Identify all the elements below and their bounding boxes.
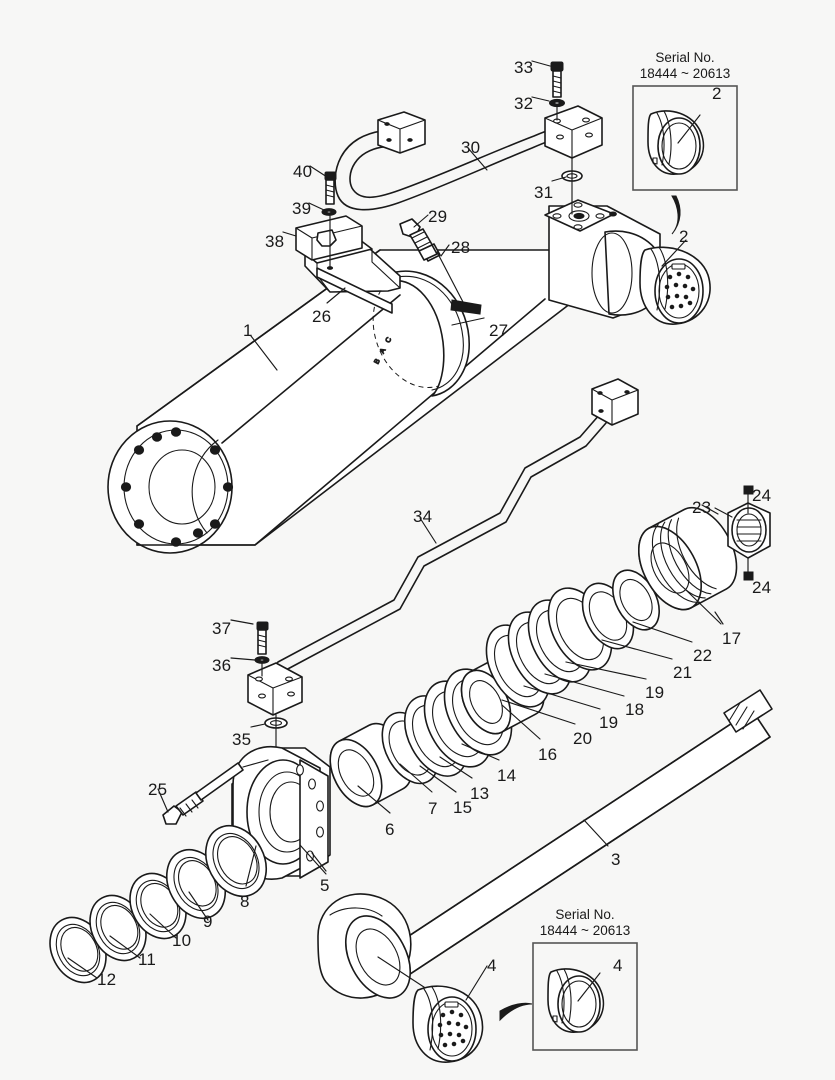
- bolt-33-washer-32: [549, 61, 565, 121]
- callout-number-29: 29: [428, 207, 448, 226]
- svg-text:C: C: [385, 336, 394, 344]
- callout-number-25: 25: [148, 780, 168, 799]
- callout-number-10: 10: [172, 931, 192, 950]
- callout-number-4: 4: [487, 956, 497, 975]
- callout-number-40: 40: [293, 162, 313, 181]
- inset-box-bottom: [499, 942, 638, 1051]
- hydraulic-hose-30: [334, 105, 603, 211]
- bolt-25: [162, 759, 269, 825]
- oring-31: [561, 157, 583, 215]
- svg-text:B: B: [373, 358, 382, 366]
- piston-17: [638, 506, 738, 625]
- callout-number-31: 31: [534, 183, 554, 202]
- callout-number-4: 4: [613, 956, 623, 975]
- callout-number-27: 27: [489, 321, 509, 340]
- callout-number-23: 23: [692, 498, 712, 517]
- callout-number-12: 12: [97, 970, 117, 989]
- callout-number-9: 9: [203, 912, 213, 931]
- callout-number-3: 3: [611, 850, 621, 869]
- callout-number-13: 13: [470, 784, 490, 803]
- callout-number-22: 22: [693, 646, 713, 665]
- callout-number-18: 18: [625, 700, 645, 719]
- serial-line-1: Serial No.: [655, 50, 715, 65]
- piston-seal-stack-mid: [329, 651, 545, 814]
- serial-line-1: Serial No.: [555, 907, 615, 922]
- callout-number-34: 34: [413, 507, 433, 526]
- callout-number-26: 26: [312, 307, 332, 326]
- callout-number-21: 21: [673, 663, 693, 682]
- serial-line-2: 18444 ~ 20613: [539, 922, 631, 938]
- seal-ring-stack-left: [49, 824, 268, 984]
- callout-number-15: 15: [453, 798, 473, 817]
- callout-number-5: 5: [320, 876, 330, 895]
- piston-seal-stack-right: [485, 569, 693, 725]
- bushing-4: [412, 965, 488, 1063]
- bolt-29-pin-28: [399, 218, 464, 303]
- bushing-2: [639, 246, 711, 325]
- cylinder-head-block: [544, 199, 711, 325]
- inset-box-top-right: [632, 85, 738, 235]
- callout-number-17: 17: [722, 629, 742, 648]
- callout-number-14: 14: [497, 766, 517, 785]
- serial-label-bottom: Serial No. 18444 ~ 20613: [515, 907, 655, 939]
- callout-leaders: [157, 60, 724, 872]
- callout-number-8: 8: [240, 892, 250, 911]
- callout-number-32: 32: [514, 94, 534, 113]
- callout-number-20: 20: [573, 729, 593, 748]
- hydraulic-tube-34: [247, 378, 639, 716]
- piston-rod-3: [317, 689, 773, 1063]
- callout-number-30: 30: [461, 138, 481, 157]
- piston-nut-23: [714, 485, 771, 581]
- callout-number-16: 16: [538, 745, 558, 764]
- callout-number-19: 19: [599, 713, 619, 732]
- serial-label-top: Serial No. 18444 ~ 20613: [615, 50, 755, 82]
- callout-number-2: 2: [712, 84, 722, 103]
- callout-number-24: 24: [752, 578, 772, 597]
- callout-number-38: 38: [265, 232, 285, 251]
- callout-number-1: 1: [243, 321, 253, 340]
- clamp-bracket-assembly: [295, 171, 401, 314]
- callout-number-36: 36: [212, 656, 232, 675]
- svg-text:A: A: [379, 347, 388, 355]
- callout-number-19: 19: [645, 683, 665, 702]
- bolt-37-washer-36: [254, 621, 270, 677]
- callout-number-39: 39: [292, 199, 312, 218]
- callout-number-28: 28: [451, 238, 471, 257]
- cylinder-tube-body: B A C: [107, 249, 576, 554]
- callout-number-11: 11: [138, 950, 157, 969]
- callout-number-37: 37: [212, 619, 232, 638]
- serial-line-2: 18444 ~ 20613: [639, 65, 731, 81]
- callout-number-7: 7: [428, 799, 438, 818]
- callout-number-6: 6: [385, 820, 395, 839]
- callout-number-33: 33: [514, 58, 534, 77]
- callout-number-24: 24: [752, 486, 772, 505]
- oring-35: [264, 714, 288, 763]
- callout-number-2: 2: [679, 227, 689, 246]
- callout-number-35: 35: [232, 730, 252, 749]
